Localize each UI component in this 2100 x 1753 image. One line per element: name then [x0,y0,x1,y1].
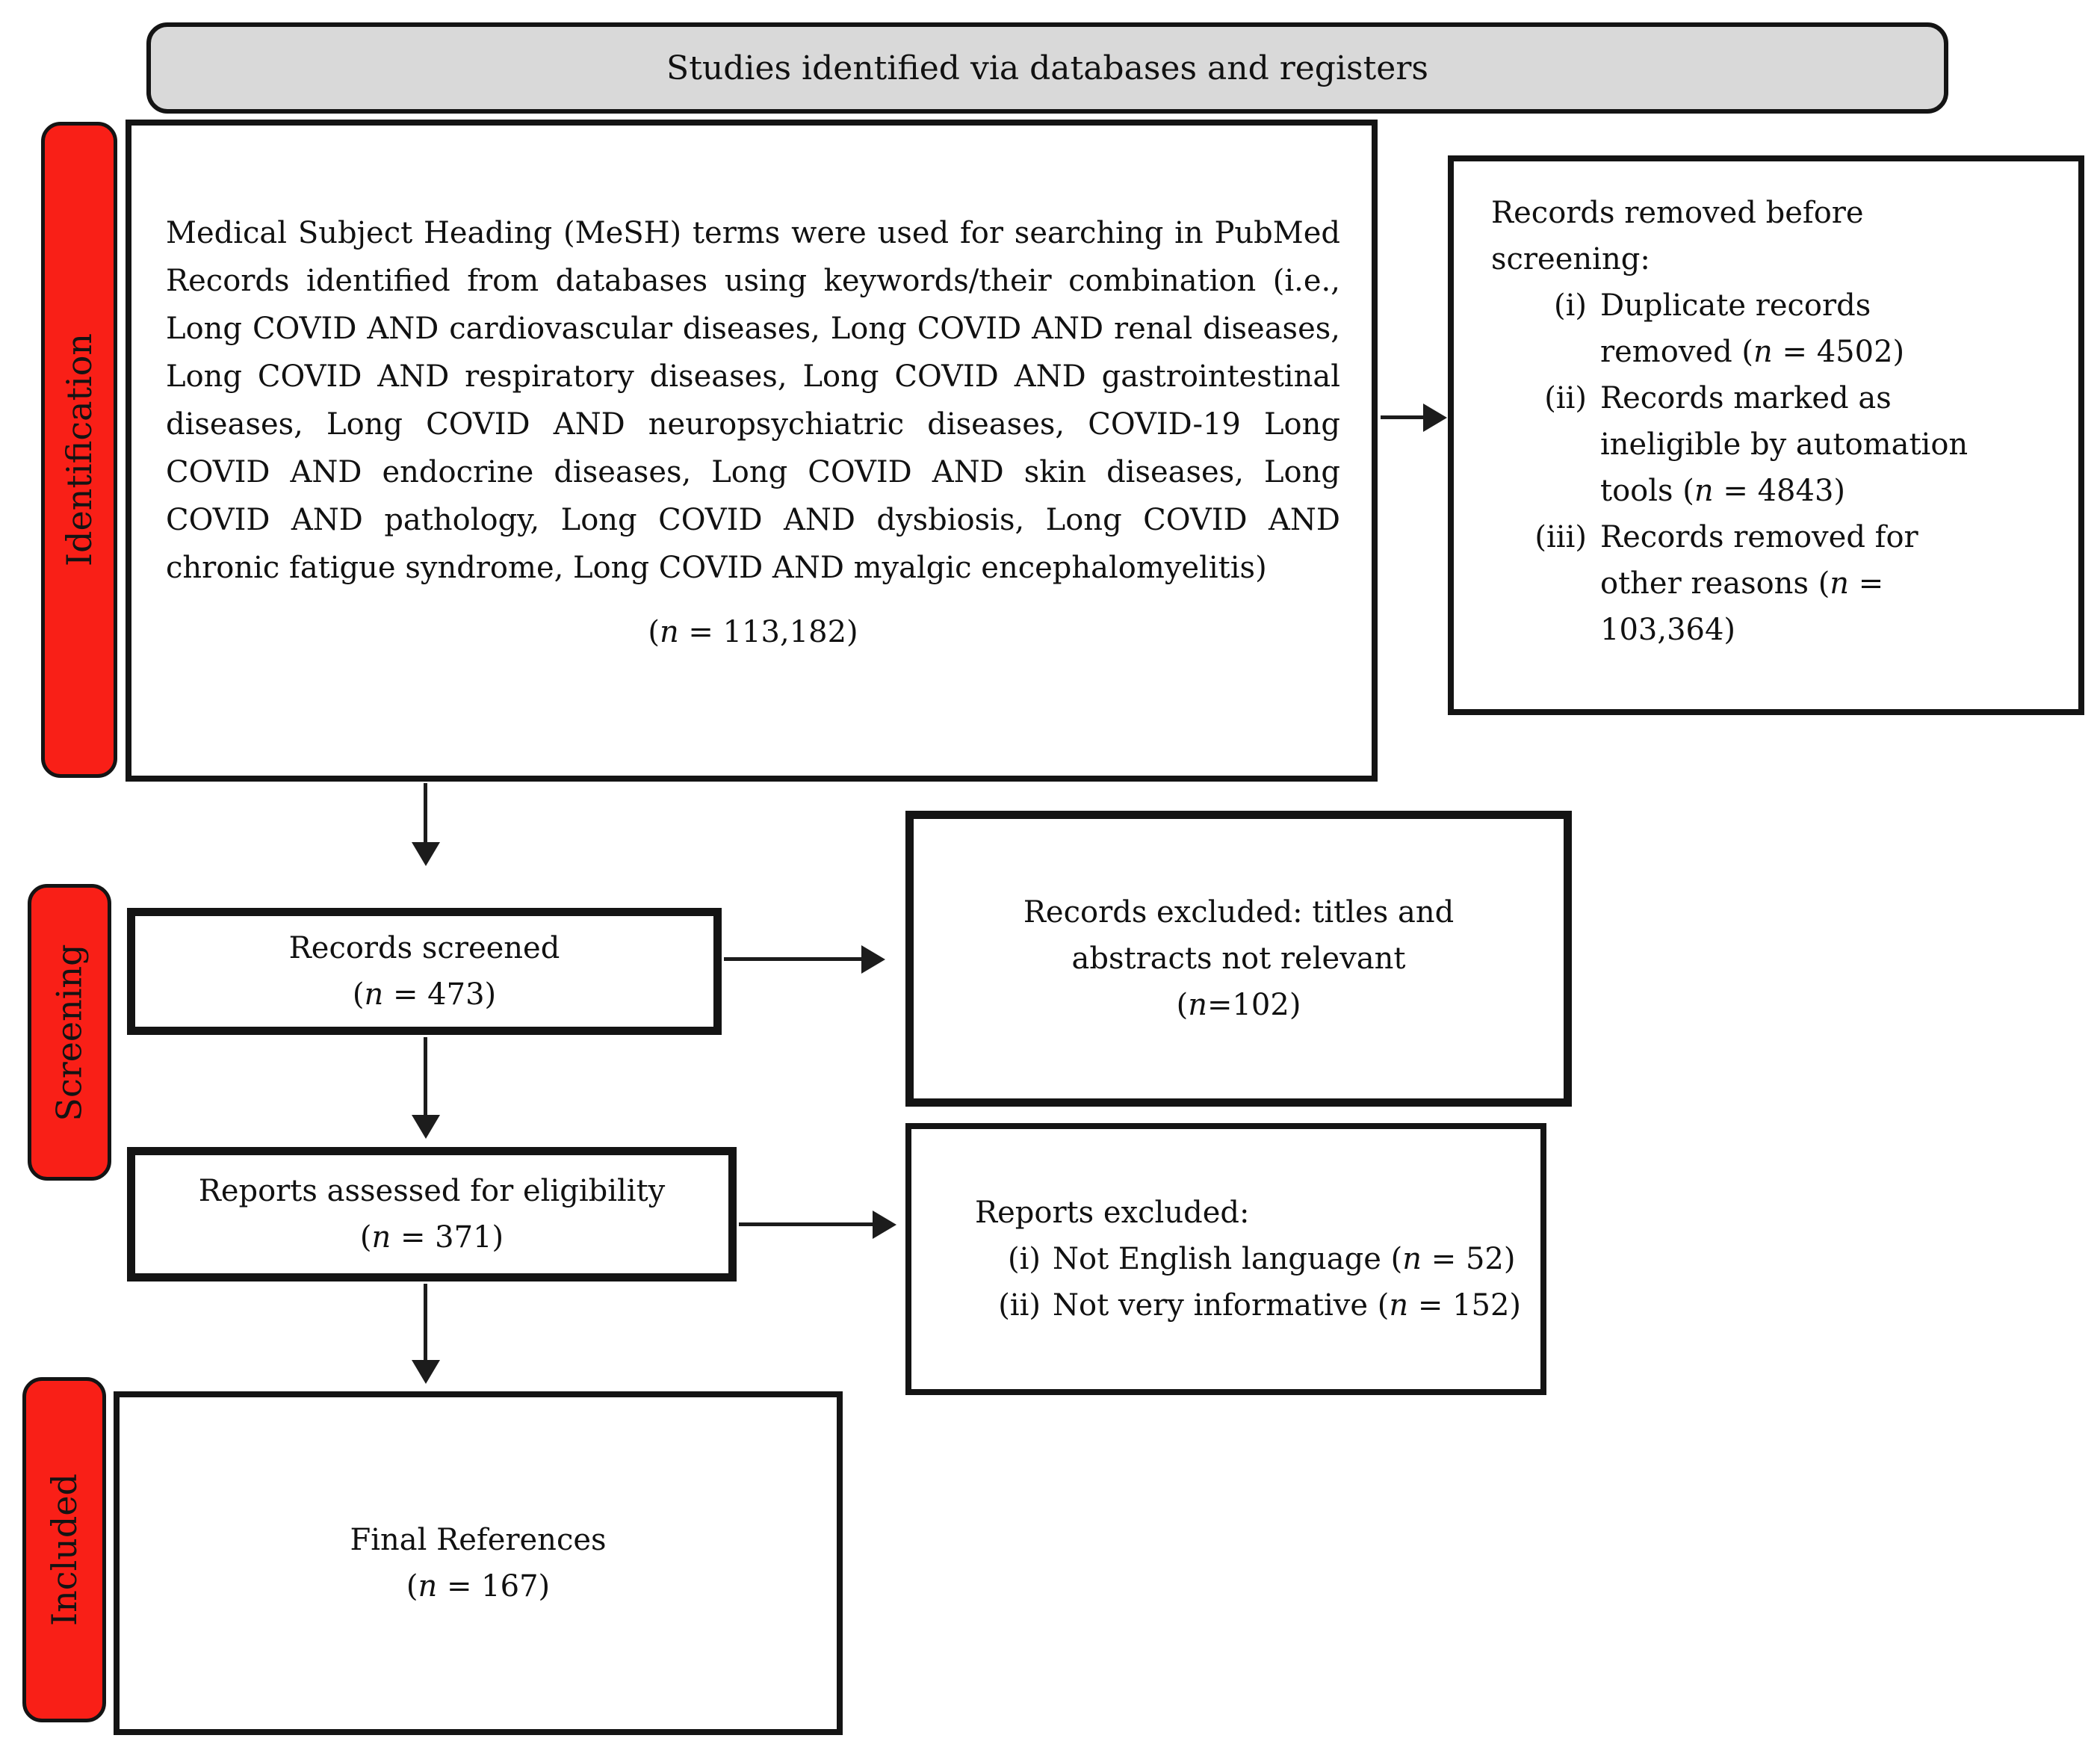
count-rest: = 103,364) [1600,566,1884,647]
stage-bar-identification: Identification [41,122,117,778]
list-item-marker: (ii) [1544,381,1587,415]
records-removed-title: Records removed before screening: [1491,196,1864,276]
reports-assessed-text: Reports assessed for eligibility [198,1174,666,1208]
stage-label-identification: Identification [59,333,99,567]
count-rest: =102) [1207,988,1301,1022]
count-rest: = 473) [383,977,497,1012]
count-open: ( [359,1220,372,1255]
list-item: (i) Duplicate records removed (n = 4502) [1491,282,2059,375]
count-open: ( [1741,335,1754,369]
list-item: (iii) Records removed for other reasons … [1491,514,2059,653]
count-open: ( [648,615,660,649]
count-var: n [1389,1288,1409,1323]
stage-bar-screening: Screening [28,884,111,1181]
count-open: ( [1377,1288,1390,1323]
final-references-box: Final References (n = 167) [114,1391,843,1735]
reports-assessed-box: Reports assessed for eligibility (n = 37… [127,1147,737,1281]
list-item-text: Not very informative (n = 152) [1053,1288,1522,1323]
count-rest: = 52) [1422,1242,1516,1276]
list-item: (i) Not English language (n = 52) [975,1236,1526,1282]
count-open: ( [1818,566,1830,601]
count-open: ( [1390,1242,1403,1276]
records-screened-text: Records screened [288,931,560,965]
list-item-marker: (iii) [1534,520,1587,554]
reports-excluded-box: Reports excluded: (i) Not English langua… [905,1123,1546,1395]
records-excluded-text: Records excluded: titles and abstracts n… [1023,895,1455,976]
stage-bar-included: Included [22,1377,106,1722]
count-var: n [1830,566,1850,601]
records-excluded-box: Records excluded: titles and abstracts n… [905,811,1572,1107]
header-title: Studies identified via databases and reg… [666,49,1428,87]
count-var: n [1188,988,1207,1022]
list-item-marker: (i) [1007,1242,1041,1276]
list-item-text: Duplicate records removed (n = 4502) [1600,288,1905,369]
arrow-identification-to-screened [424,783,427,843]
identification-count: (n = 113,182) [166,608,1340,656]
count-open: ( [352,977,365,1012]
count-var: n [1402,1242,1422,1276]
records-removed-box: Records removed before screening: (i) Du… [1448,155,2084,715]
list-item-marker: (ii) [998,1288,1041,1323]
records-screened-count: (n = 473) [353,971,496,1018]
header-banner: Studies identified via databases and reg… [146,22,1948,114]
count-var: n [364,977,384,1012]
arrow-identification-to-records-removed [1381,415,1424,419]
count-rest: = 4843) [1713,474,1846,508]
count-rest: = 371) [391,1220,504,1255]
count-var: n [659,615,679,649]
count-rest: = 152) [1408,1288,1522,1323]
list-item-text: Not English language (n = 52) [1053,1242,1516,1276]
reports-excluded-title: Reports excluded: [975,1196,1250,1230]
records-screened-box: Records screened (n = 473) [127,908,722,1035]
stage-label-included: Included [44,1473,85,1627]
count-var: n [1753,335,1773,369]
final-references-text: Final References [350,1523,607,1557]
final-references-count: (n = 167) [406,1563,550,1610]
identification-box-text: Medical Subject Heading (MeSH) terms wer… [166,216,1340,585]
reports-assessed-count: (n = 371) [360,1214,504,1261]
count: (n = 52) [1391,1242,1516,1276]
count: (n = 4843) [1682,474,1845,508]
count: (n = 4502) [1741,335,1904,369]
list-item-marker: (i) [1553,288,1587,323]
count-rest: = 4502) [1772,335,1905,369]
arrow-screened-to-records-excluded [724,957,862,961]
identification-box: Medical Subject Heading (MeSH) terms wer… [126,120,1378,782]
list-item: (ii) Records marked as ineligible by aut… [1491,375,2059,514]
list-item-text: Records marked as ineligible by automati… [1600,381,1969,508]
arrow-assessed-to-reports-excluded [739,1222,873,1226]
count-rest: = 113,182) [678,615,858,649]
list-item: (ii) Not very informative (n = 152) [975,1282,1526,1329]
count-var: n [1694,474,1714,508]
arrow-assessed-to-final [424,1284,427,1361]
count-open: ( [1682,474,1694,508]
count: (n = 103,364) [1600,566,1883,647]
records-excluded-count: (n=102) [1177,982,1301,1028]
count: (n = 152) [1378,1288,1521,1323]
count-open: ( [1176,988,1189,1022]
count-var: n [371,1220,391,1255]
count-rest: = 167) [437,1569,551,1604]
list-item-text: Records removed for other reasons (n = 1… [1600,520,1918,647]
count-var: n [418,1569,438,1604]
count-open: ( [406,1569,418,1604]
arrow-screened-to-assessed [424,1037,427,1116]
stage-label-screening: Screening [49,943,90,1122]
